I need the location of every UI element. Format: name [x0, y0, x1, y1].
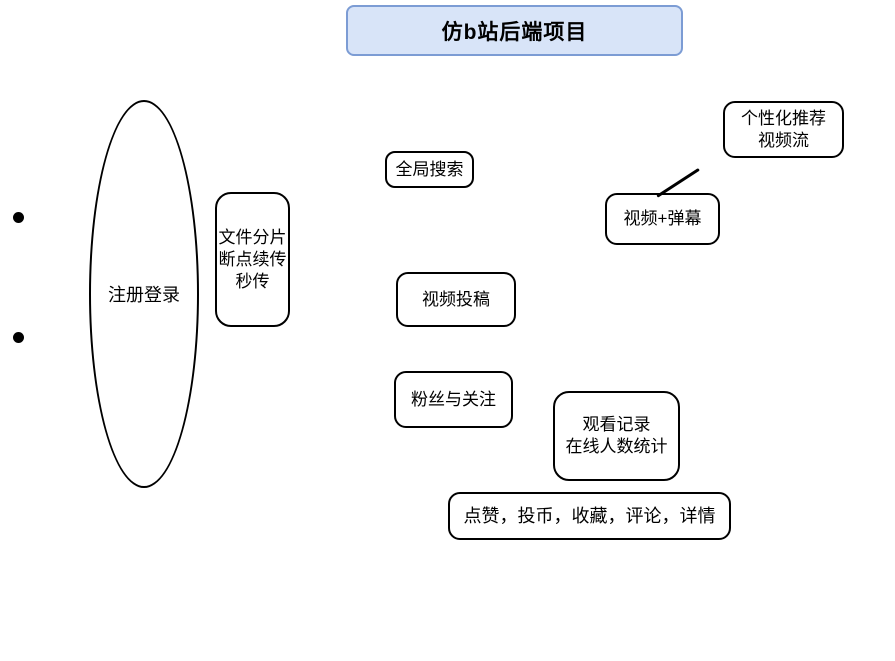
node-label-line: 视频流	[758, 130, 809, 150]
node-label-line: 全局搜索	[395, 159, 464, 179]
node-label-line: 文件分片	[218, 227, 287, 247]
node-global-search[interactable]: 全局搜索	[385, 151, 474, 188]
node-interactions[interactable]: 点赞，投币，收藏，评论，详情	[448, 492, 731, 540]
node-label-line: 在线人数统计	[565, 437, 668, 456]
node-label-line: 点赞，投币，收藏，评论，详情	[463, 506, 716, 526]
bullet-dot	[13, 212, 24, 223]
node-label-line: 个性化推荐	[741, 108, 826, 128]
node-label-line: 断点续传	[218, 249, 287, 269]
node-label-line: 视频投稿	[422, 289, 490, 309]
bullet-dot	[13, 332, 24, 343]
title-node[interactable]: 仿b站后端项目	[346, 5, 683, 56]
node-label-line: 视频+弹幕	[623, 209, 702, 228]
root-node-ellipse[interactable]: 注册登录	[89, 100, 199, 488]
node-label-line: 观看记录	[582, 415, 651, 434]
node-fans-follow[interactable]: 粉丝与关注	[394, 371, 513, 428]
node-label-line: 秒传	[235, 271, 270, 291]
root-node-label: 注册登录	[108, 285, 180, 305]
node-video-upload[interactable]: 视频投稿	[396, 272, 516, 327]
node-file-chunk-upload[interactable]: 文件分片 断点续传 秒传	[215, 192, 290, 327]
node-personalized-feed[interactable]: 个性化推荐 视频流	[723, 101, 844, 158]
node-video-danmaku[interactable]: 视频+弹幕	[605, 193, 720, 245]
title-label: 仿b站后端项目	[441, 20, 588, 44]
node-watch-stats[interactable]: 观看记录 在线人数统计	[553, 391, 680, 481]
node-label-line: 粉丝与关注	[411, 389, 496, 409]
